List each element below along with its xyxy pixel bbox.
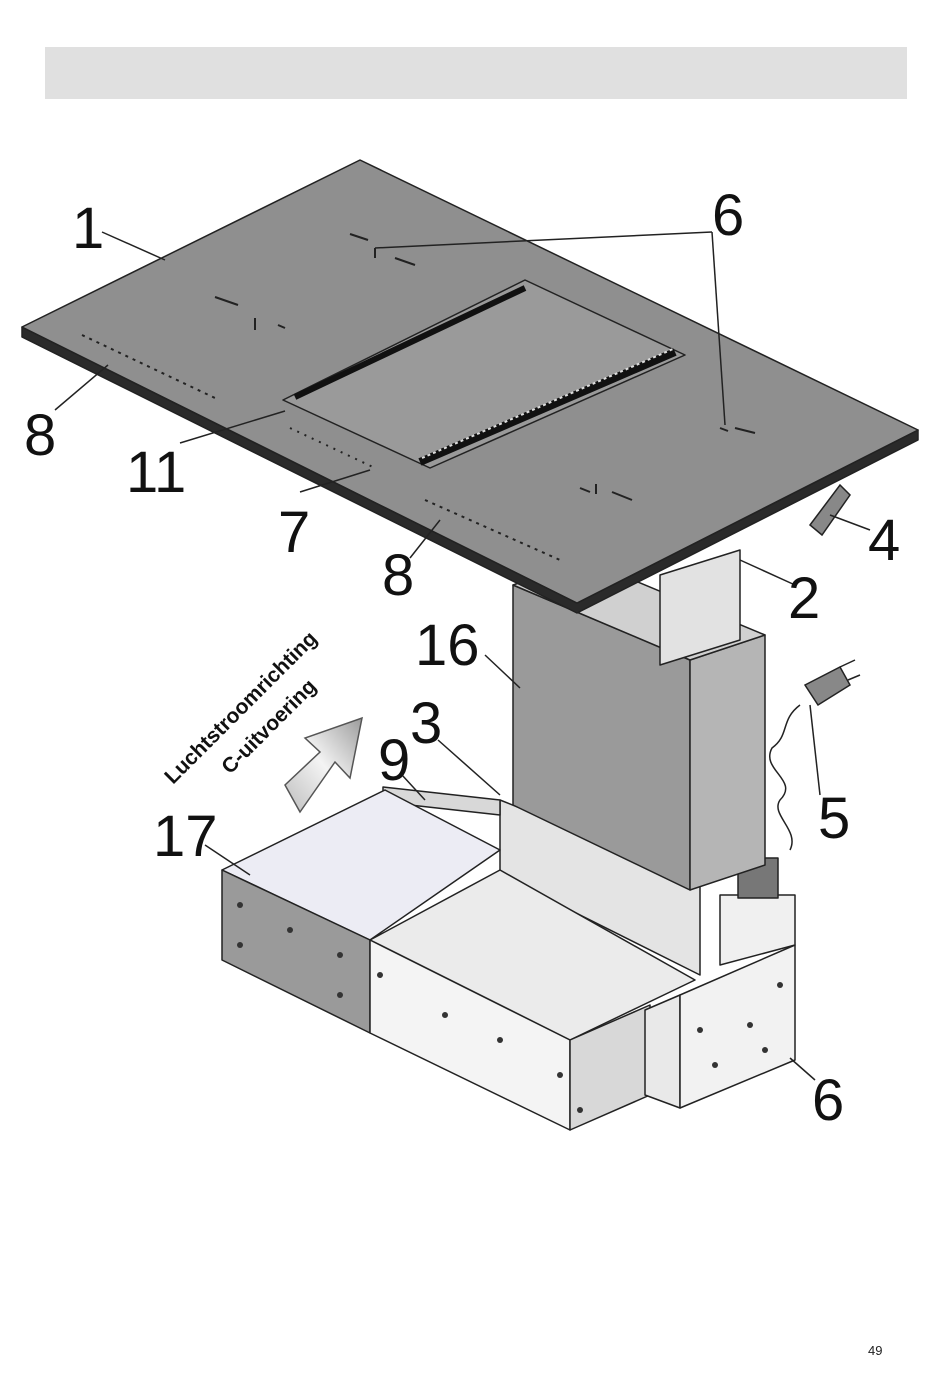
callout-6-bottom: 6 xyxy=(812,1068,844,1133)
plug-icon xyxy=(805,667,850,705)
callout-7: 7 xyxy=(278,500,310,565)
duct-16-side xyxy=(690,635,765,890)
callout-6-top: 6 xyxy=(712,183,744,248)
callout-2: 2 xyxy=(788,566,820,631)
page-number: 49 xyxy=(868,1343,882,1358)
callout-9: 9 xyxy=(378,728,410,793)
callout-4: 4 xyxy=(868,508,900,573)
callout-3: 3 xyxy=(410,691,442,756)
callout-8-mid: 8 xyxy=(382,543,414,608)
outlet-front xyxy=(645,995,680,1108)
cooktop xyxy=(22,160,918,613)
callout-8-left: 8 xyxy=(24,403,56,468)
callout-17: 17 xyxy=(153,804,218,869)
callout-5: 5 xyxy=(818,786,850,851)
callout-1: 1 xyxy=(72,196,104,261)
airflow-arrow-icon xyxy=(285,718,362,812)
callout-11: 11 xyxy=(126,440,186,505)
callout-16: 16 xyxy=(415,613,480,678)
